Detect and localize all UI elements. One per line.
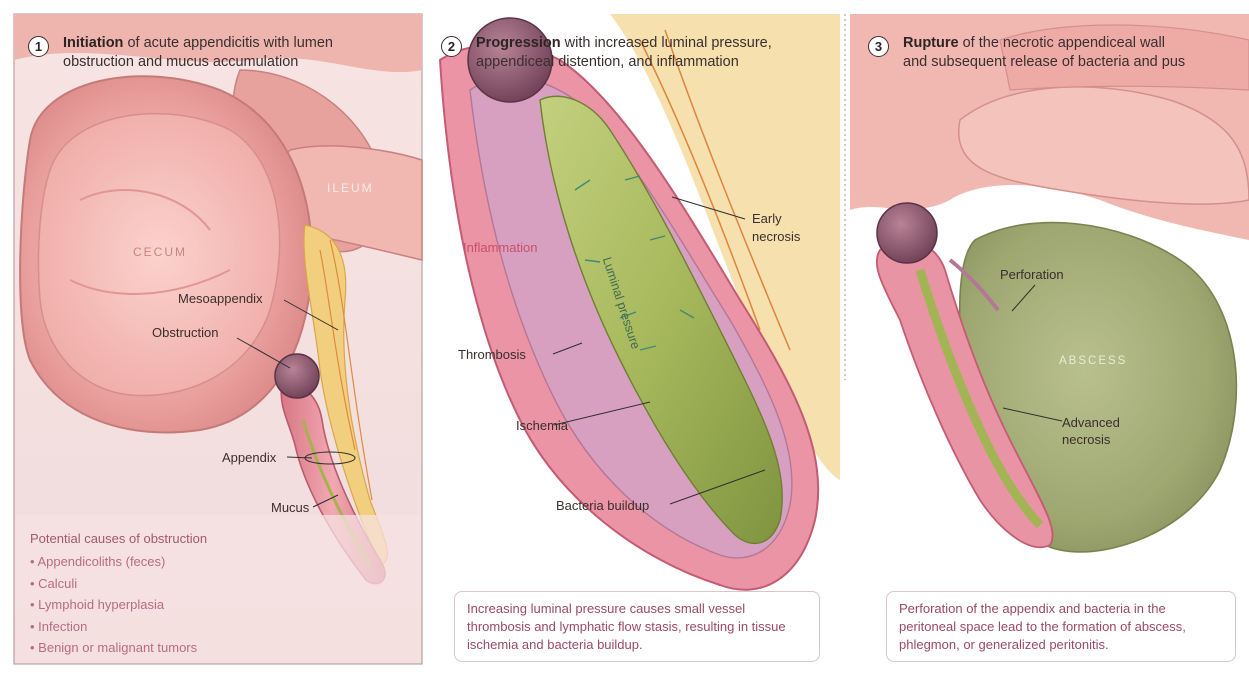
panel-1-number: 1 (28, 36, 49, 57)
panel-1-heading-line2: obstruction and mucus accumulation (63, 53, 298, 72)
early-necrosis-label-line2: necrosis (752, 228, 800, 245)
advanced-necrosis-label-line2: necrosis (1062, 431, 1110, 448)
causes-list: • Appendicoliths (feces) • Calculi • Lym… (30, 551, 197, 659)
panel-1-heading-rest: of acute appendicitis with lumen (123, 35, 333, 51)
perforation-label: Perforation (1000, 266, 1064, 283)
causes-item: • Infection (30, 616, 197, 638)
panel-2-caption: Increasing luminal pressure causes small… (454, 591, 820, 662)
inflammation-label: Inflammation (463, 239, 537, 256)
early-necrosis-label-line1: Early (752, 210, 782, 227)
panel-2-heading-line2: appendiceal distention, and inflammation (476, 53, 739, 72)
causes-item: • Lymphoid hyperplasia (30, 594, 197, 616)
panel-1-heading-bold: Initiation (63, 35, 123, 51)
panel-3-heading: Rupture of the necrotic appendiceal wall (903, 34, 1165, 53)
panel-2-heading-rest: with increased luminal pressure, (561, 35, 772, 51)
panel-3-caption: Perforation of the appendix and bacteria… (886, 591, 1236, 662)
ileum-label: ILEUM (327, 181, 374, 195)
bacteria-buildup-label: Bacteria buildup (556, 497, 649, 514)
ischemia-label: Ischemia (516, 417, 568, 434)
cecum-label: CECUM (133, 245, 187, 259)
advanced-necrosis-label-line1: Advanced (1062, 414, 1120, 431)
panel-3-number: 3 (868, 36, 889, 57)
causes-item: • Calculi (30, 573, 197, 595)
appendix-label: Appendix (222, 449, 276, 466)
panel-2-heading: Progression with increased luminal press… (476, 34, 772, 53)
panel-2-number: 2 (441, 36, 462, 57)
causes-item: • Benign or malignant tumors (30, 637, 197, 659)
causes-item: • Appendicoliths (feces) (30, 551, 197, 573)
panel-2-heading-bold: Progression (476, 35, 561, 51)
mucus-label: Mucus (271, 499, 309, 516)
causes-title: Potential causes of obstruction (30, 531, 207, 546)
abscess-label: ABSCESS (1059, 355, 1127, 367)
mesoappendix-label: Mesoappendix (178, 290, 263, 307)
panel-3-heading-line2: and subsequent release of bacteria and p… (903, 53, 1185, 72)
panel-3-heading-bold: Rupture (903, 35, 959, 51)
panel-1-heading: Initiation of acute appendicitis with lu… (63, 34, 333, 53)
panel-3-heading-rest: of the necrotic appendiceal wall (959, 35, 1165, 51)
obstruction-label: Obstruction (152, 324, 218, 341)
thrombosis-label: Thrombosis (458, 346, 526, 363)
